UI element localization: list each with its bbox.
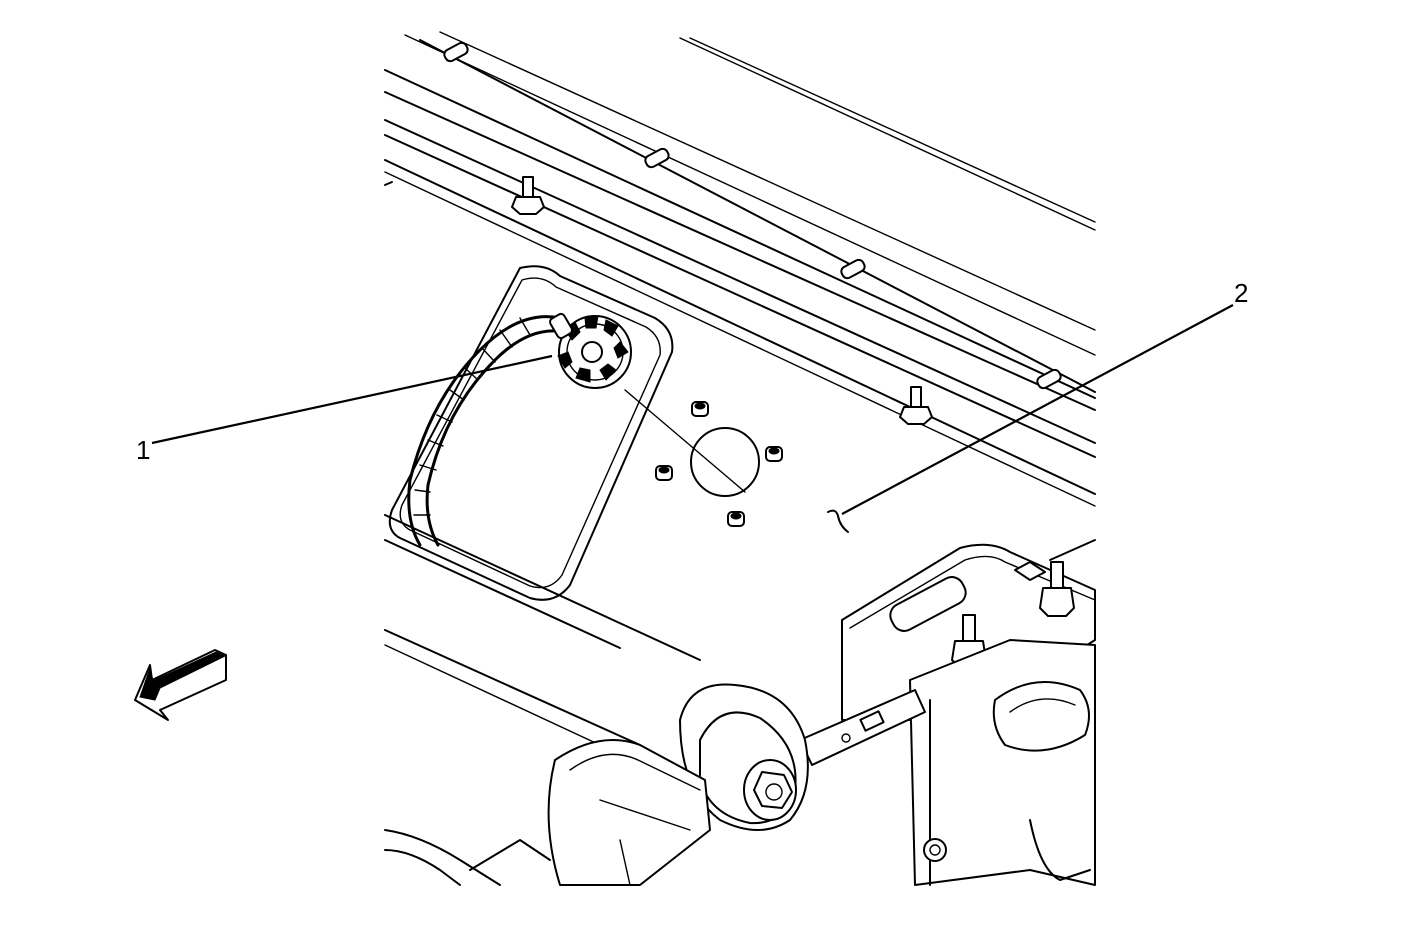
callout-1-leader [151,354,553,445]
front-direction-arrow-icon [134,649,227,721]
nut [655,465,673,481]
callout-2-leader [841,304,1234,515]
stabilizer-link [799,689,926,766]
stud [899,386,933,425]
fuel-pump-module-connector [549,312,632,389]
stud [1039,561,1075,617]
tank-mark [827,509,849,533]
line-clip [443,41,469,63]
sender-cover [624,389,760,497]
body-rails [384,31,1096,746]
line-clip [840,258,866,280]
callout-2-label: 2 [1234,278,1248,308]
fuel-line-clips [419,39,1096,393]
line-clip [644,147,670,169]
crossmember [909,639,1096,886]
line-clip [1036,368,1062,390]
callout-1-label: 1 [136,435,150,465]
nut [727,511,745,527]
control-arm [384,739,711,886]
nut [691,401,709,417]
tank-access-recess [388,265,674,601]
wiring-harness [407,315,567,547]
bushing [679,683,809,831]
nut [765,446,783,462]
stud [511,176,545,215]
retaining-nuts [655,401,783,527]
rail-studs [511,176,933,425]
